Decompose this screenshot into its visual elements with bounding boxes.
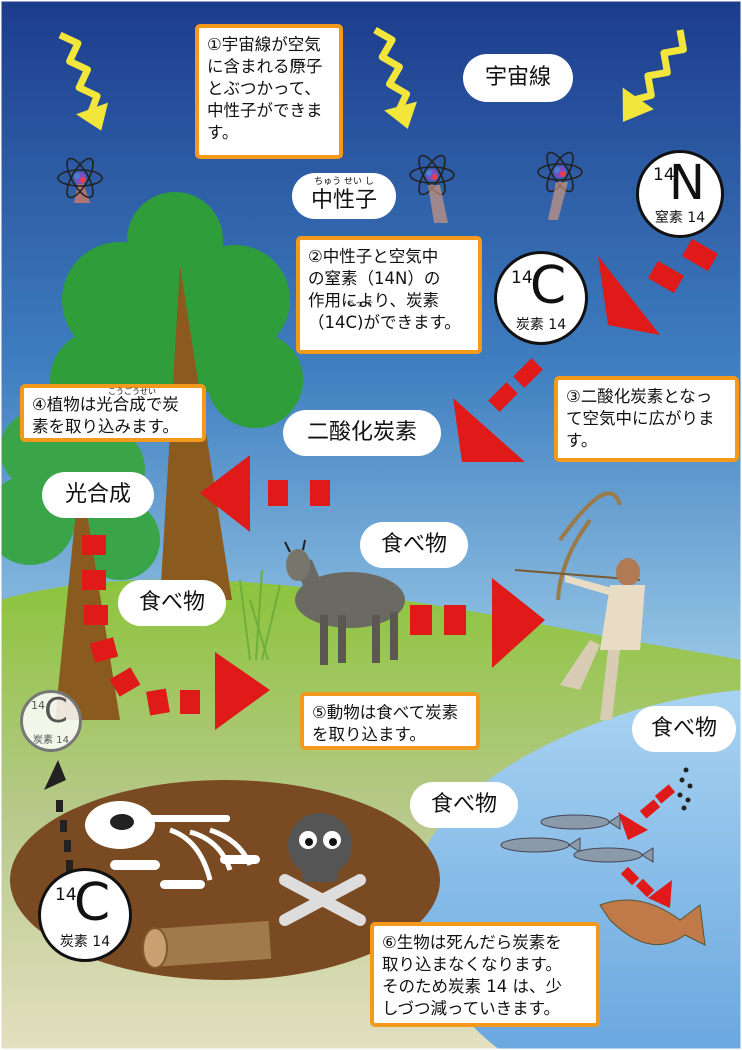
label-cosmic-ray: 宇宙線 <box>463 54 573 102</box>
n-name: 窒素 14 <box>654 210 706 226</box>
step4-box: ④植物は光合成で炭 素を取り込みます。 <box>20 384 206 442</box>
c2-symbol: C <box>73 873 111 933</box>
c1-symbol: C <box>529 256 567 316</box>
c3-symbol: C <box>44 691 68 731</box>
atom-icon <box>537 148 583 220</box>
arrow-food-to-fish <box>618 784 676 840</box>
label-food-plant: 食べ物 <box>118 580 226 626</box>
salmon-icon <box>599 899 706 946</box>
n-symbol: N <box>669 155 705 211</box>
skull-icon <box>279 813 366 926</box>
hunter-icon <box>514 491 645 720</box>
atom-icon <box>409 151 455 223</box>
skeleton-icon <box>85 801 260 889</box>
fish-icon <box>500 814 654 863</box>
label-co2: 二酸化炭素 <box>283 410 441 456</box>
step2-box: ②中性子と空気中 の窒素（14N）の 作用により、炭素 （14C)ができます。 <box>296 236 482 354</box>
carbon-14-circle-sky: 14 C 炭素 14 <box>494 251 588 345</box>
cosmic-ray-icon <box>622 22 700 122</box>
arrow-fish-to-salmon <box>620 866 672 908</box>
log-icon <box>142 920 272 969</box>
carbon-14-circle-faded: 14 C 炭素 14 <box>20 690 82 752</box>
c3-mass: 14 <box>31 699 45 712</box>
food-particles-icon <box>677 767 693 811</box>
label-food-fish: 食べ物 <box>410 782 518 828</box>
label-food-sea: 食べ物 <box>632 706 736 752</box>
step5-box: ⑤動物は食べて炭素 を取り込ます。 <box>300 692 480 750</box>
n-mass: 14 <box>653 165 675 185</box>
arrow-tree-to-food <box>82 535 270 730</box>
ruby-genshi: げんし <box>290 59 314 68</box>
decay-arrow <box>44 760 73 872</box>
ruby-kogosei: こうごうせい <box>108 387 156 396</box>
serow-icon <box>284 539 405 665</box>
grass-icon <box>239 569 281 661</box>
atom-icon <box>57 154 103 203</box>
ruby-chisso: ちっ そ <box>347 299 374 308</box>
nitrogen-14-circle: 14 N 窒素 14 <box>636 150 724 238</box>
label-neutron: ちゅう せい し 中性子 <box>292 173 396 219</box>
arrow-animal-to-human <box>410 578 545 668</box>
step1-box: ①宇宙線が空気 に含まれる原子 とぶつかって、 中性子ができま す。 <box>195 24 343 159</box>
cosmic-ray-icon <box>363 24 417 129</box>
carbon-14-circle-soil: 14 C 炭素 14 <box>38 868 132 962</box>
c3-name: 炭素 14 <box>33 735 69 746</box>
c1-mass: 14 <box>511 268 533 288</box>
ruby-chusei: ちゅう せい し <box>314 177 374 187</box>
arrow-co2-to-tree <box>200 455 330 532</box>
label-neutron-text: 中性子 <box>310 188 377 213</box>
label-photosynthesis: 光合成 <box>42 472 154 518</box>
c2-mass: 14 <box>55 885 77 905</box>
label-food-animal: 食べ物 <box>360 522 468 568</box>
c1-name: 炭素 14 <box>515 317 567 333</box>
step6-box: ⑥生物は死んだら炭素を 取り込まなくなります。 そのため炭素 14 は、少 しづ… <box>370 922 600 1027</box>
arrow-n-to-c <box>598 238 718 335</box>
cosmic-ray-icon <box>49 27 109 131</box>
arrow-c-to-co2 <box>453 358 543 462</box>
c2-name: 炭素 14 <box>59 934 111 950</box>
step3-box: ③二酸化炭素となっ て空気中に広がりま す。 <box>554 376 739 462</box>
